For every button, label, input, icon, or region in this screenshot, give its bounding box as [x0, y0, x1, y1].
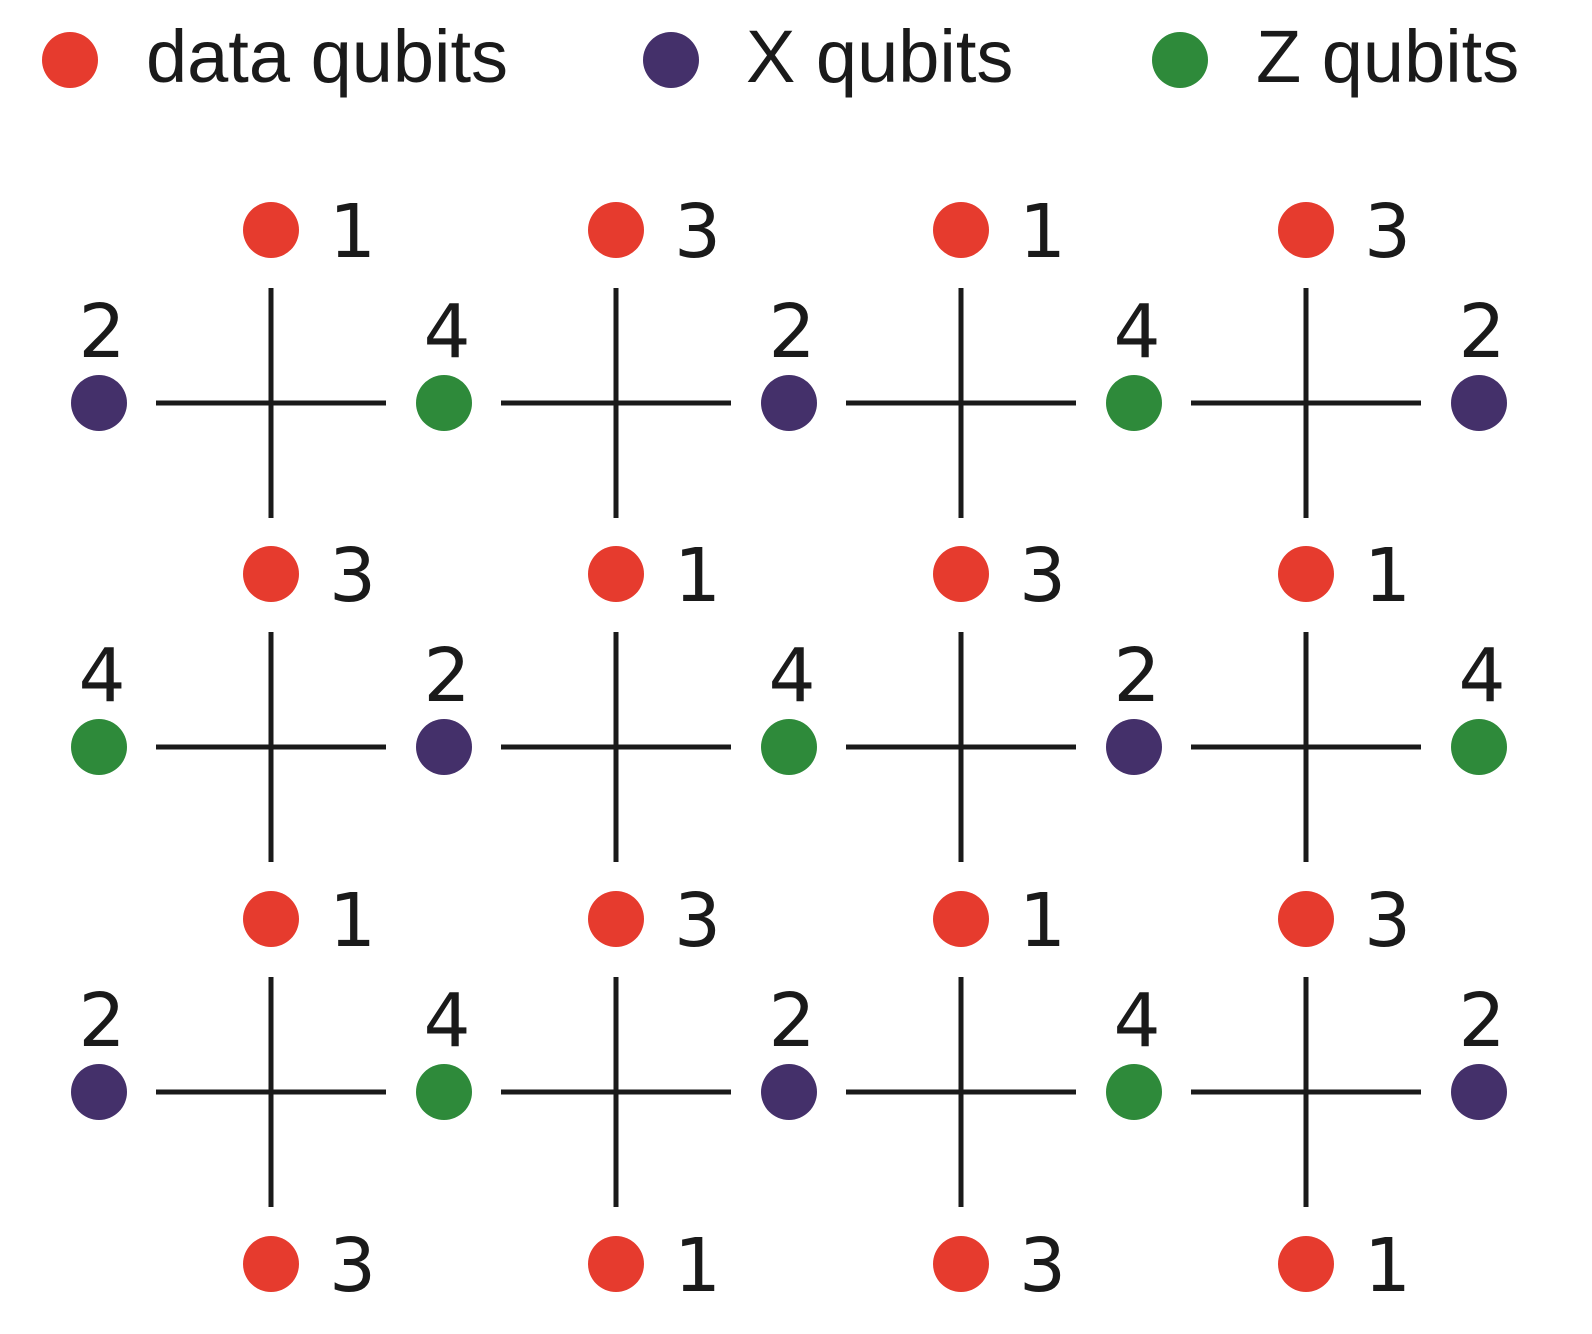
data-qubit: [588, 891, 644, 947]
ancilla-order-label: 4: [78, 633, 125, 719]
x-qubit: [1106, 719, 1162, 775]
coupler-cross: [156, 632, 386, 862]
data-qubit-order-label: 1: [1019, 878, 1066, 964]
legend-data-qubits-label: data qubits: [146, 15, 508, 98]
z-qubit: [1451, 719, 1507, 775]
ancilla-order-label: 4: [768, 633, 815, 719]
data-qubit-order-label: 3: [1364, 878, 1411, 964]
ancilla-order-label: 4: [1113, 289, 1160, 375]
data-qubit-order-label: 3: [329, 1223, 376, 1309]
ancilla-order-label: 4: [423, 978, 470, 1064]
z-qubit: [1106, 1064, 1162, 1120]
coupler-cross: [846, 632, 1076, 862]
coupler-cross: [501, 632, 731, 862]
coupler-cross: [501, 977, 731, 1207]
ancilla-order-label: 2: [423, 633, 470, 719]
data-qubit-order-label: 1: [674, 1223, 721, 1309]
data-qubit: [933, 546, 989, 602]
x-qubit: [71, 375, 127, 431]
data-qubit: [1278, 202, 1334, 258]
coupler-cross: [156, 977, 386, 1207]
ancilla-order-label: 2: [1458, 978, 1505, 1064]
legend-z-qubit-marker: [1152, 32, 1208, 88]
data-qubit: [588, 1236, 644, 1292]
data-qubit-order-label: 1: [674, 533, 721, 619]
data-qubit-order-label: 3: [329, 533, 376, 619]
coupler-cross: [1191, 632, 1421, 862]
data-qubit-order-label: 3: [674, 878, 721, 964]
z-qubit: [416, 375, 472, 431]
coupler-cross: [846, 977, 1076, 1207]
data-qubit-order-label: 3: [1364, 189, 1411, 275]
data-qubit: [243, 546, 299, 602]
ancilla-order-label: 4: [1458, 633, 1505, 719]
data-qubit-order-label: 1: [1364, 1223, 1411, 1309]
data-qubit-order-label: 1: [329, 878, 376, 964]
z-qubit: [71, 719, 127, 775]
data-qubit: [933, 891, 989, 947]
data-qubit: [588, 202, 644, 258]
coupler-cross: [156, 288, 386, 518]
legend: data qubits X qubits Z qubits: [42, 15, 1519, 98]
x-qubit: [1451, 1064, 1507, 1120]
data-qubit: [933, 1236, 989, 1292]
data-qubit: [1278, 891, 1334, 947]
x-qubit: [761, 1064, 817, 1120]
data-qubit-order-label: 3: [1019, 1223, 1066, 1309]
data-qubit: [1278, 546, 1334, 602]
data-qubit-order-label: 3: [674, 189, 721, 275]
ancilla-order-label: 4: [1113, 978, 1160, 1064]
data-qubit: [933, 202, 989, 258]
data-qubit-order-label: 1: [329, 189, 376, 275]
data-qubit: [1278, 1236, 1334, 1292]
legend-x-qubits-label: X qubits: [746, 15, 1013, 98]
z-qubit: [416, 1064, 472, 1120]
data-qubit: [243, 202, 299, 258]
coupler-cross: [501, 288, 731, 518]
x-qubit: [416, 719, 472, 775]
data-qubit: [588, 546, 644, 602]
legend-z-qubits-label: Z qubits: [1256, 15, 1519, 98]
z-qubit: [1106, 375, 1162, 431]
ancilla-order-label: 2: [78, 289, 125, 375]
data-qubit: [243, 891, 299, 947]
lattice: 1 3 1 3 3 1 3 1 1 3 1 3 3 1 3 1 2 4 2 4 2 4 2 4 2 4 2 4 2 4 2: [71, 189, 1507, 1309]
coupler-cross: [1191, 288, 1421, 518]
ancilla-order-label: 2: [1113, 633, 1160, 719]
ancilla-order-label: 4: [423, 289, 470, 375]
ancilla-order-label: 2: [78, 978, 125, 1064]
legend-x-qubit-marker: [643, 32, 699, 88]
ancilla-order-label: 2: [768, 289, 815, 375]
data-qubit-order-label: 1: [1364, 533, 1411, 619]
ancilla-order-label: 2: [768, 978, 815, 1064]
coupler-cross: [846, 288, 1076, 518]
coupler-cross: [1191, 977, 1421, 1207]
x-qubit: [1451, 375, 1507, 431]
ancilla-order-label: 2: [1458, 289, 1505, 375]
x-qubit: [71, 1064, 127, 1120]
x-qubit: [761, 375, 817, 431]
data-qubit: [243, 1236, 299, 1292]
data-qubit-order-label: 1: [1019, 189, 1066, 275]
z-qubit: [761, 719, 817, 775]
legend-data-qubit-marker: [42, 32, 98, 88]
data-qubit-order-label: 3: [1019, 533, 1066, 619]
